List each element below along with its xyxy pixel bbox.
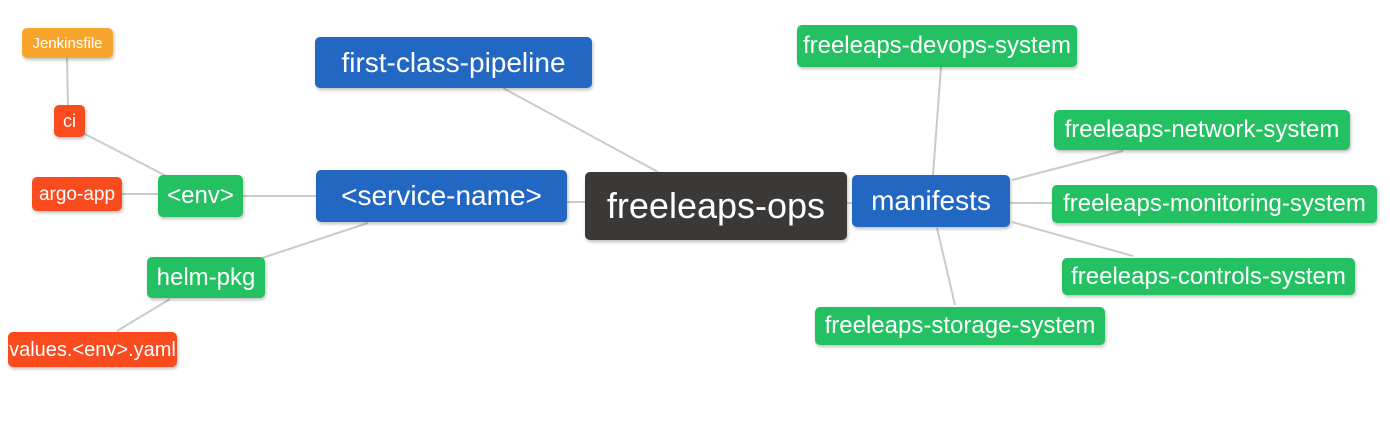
node-freeleaps-ops[interactable]: freeleaps-ops [585, 172, 847, 240]
edge-manifests-to-freeleaps-controls-system [1011, 221, 1134, 257]
edge-ci-to-env [82, 132, 169, 178]
edge-manifests-to-freeleaps-storage-system [936, 227, 956, 306]
node-argo-app[interactable]: argo-app [32, 177, 122, 211]
node-ci[interactable]: ci [54, 105, 85, 137]
node-first-class-pipeline[interactable]: first-class-pipeline [315, 37, 592, 88]
node-manifests[interactable]: manifests [852, 175, 1010, 227]
node-freeleaps-network-system[interactable]: freeleaps-network-system [1054, 110, 1350, 150]
node-freeleaps-controls-system[interactable]: freeleaps-controls-system [1062, 258, 1355, 295]
node-freeleaps-devops-system[interactable]: freeleaps-devops-system [797, 25, 1077, 67]
edge-values-env-yaml-to-helm-pkg [116, 298, 171, 332]
edge-jenkinsfile-to-ci [66, 57, 69, 106]
node-service-name[interactable]: <service-name> [316, 170, 567, 222]
node-freeleaps-monitoring-system[interactable]: freeleaps-monitoring-system [1052, 185, 1377, 223]
edge-helm-pkg-to-service-name [261, 222, 369, 259]
node-helm-pkg[interactable]: helm-pkg [147, 257, 265, 298]
edge-manifests-to-freeleaps-network-system [1011, 150, 1124, 181]
node-jenkinsfile[interactable]: Jenkinsfile [22, 28, 113, 58]
edge-manifests-to-freeleaps-devops-system [932, 66, 942, 176]
node-freeleaps-storage-system[interactable]: freeleaps-storage-system [815, 307, 1105, 345]
node-env[interactable]: <env> [158, 175, 243, 217]
edge-first-class-pipeline-to-freeleaps-ops [502, 87, 659, 173]
node-values-env-yaml[interactable]: values.<env>.yaml [8, 332, 177, 367]
